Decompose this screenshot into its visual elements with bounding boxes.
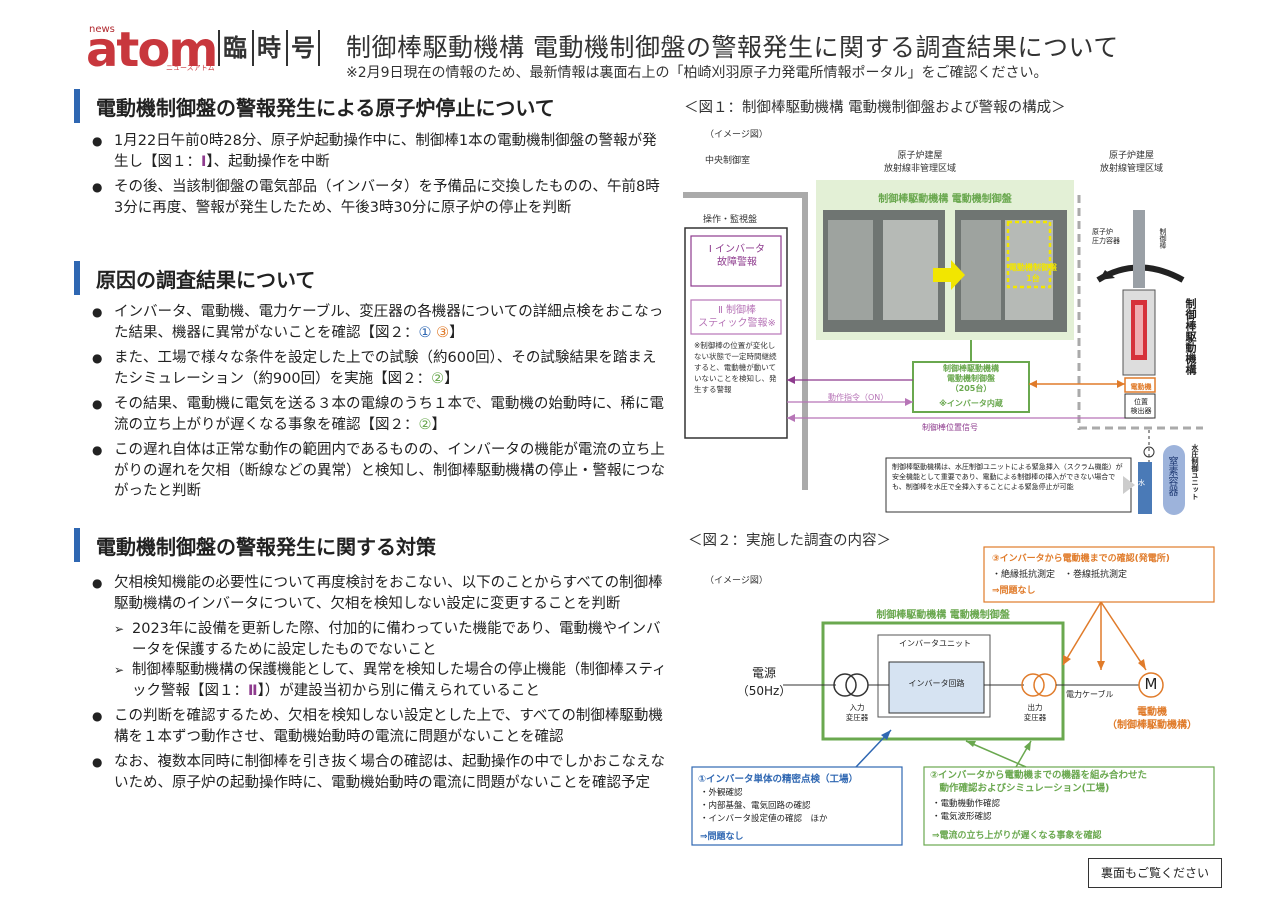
panel-title: 制御棒駆動機構 電動機制御盤 — [878, 194, 1012, 205]
rod-label: 制御棒 — [1159, 228, 1167, 249]
inverter-unit-label: インバータユニット — [899, 639, 971, 648]
console-title: 操作・監視盤 — [703, 215, 758, 225]
logo-subtext: ニュースアトム — [166, 64, 215, 72]
water-label: 水 — [1138, 479, 1145, 487]
list-item: なお、複数本同時に制御棒を引き抜く場合の確認は、起動操作の中でしかおこなえないた… — [92, 752, 667, 793]
page-title: 制御棒駆動機構 電動機制御盤の警報発生に関する調査結果について — [346, 33, 1119, 62]
rinji-char-3: 号 — [286, 30, 320, 66]
mechanism-label: 制御棒駆動機構 — [1184, 298, 1197, 375]
section-heading-1: 電動機制御盤の警報発生による原子炉停止について — [74, 89, 660, 123]
list-item: インバータ、電動機、電力ケーブル、変圧器の各機器についての詳細点検をおこなった結… — [92, 302, 667, 343]
list-item: 1月22日午前0時28分、原子炉起動操作中に、制御棒1本の電動機制御盤の警報が発… — [92, 131, 667, 172]
cmd-signal-label: 動作指令（ON） — [828, 393, 889, 402]
power-label: 電源 （50Hz） — [736, 666, 792, 698]
motor-label: 電動機 — [1130, 383, 1152, 391]
fig2-caption: ＜図２：実施した調査の内容＞ — [688, 533, 891, 549]
fig2-panel-title: 制御棒駆動機構 電動機制御盤 — [876, 610, 1010, 621]
fig2-diagram — [691, 546, 1215, 846]
box3-item: ・絶縁抵抗測定 ・巻線抵抗測定 — [992, 570, 1128, 580]
cabinet-note: ※インバータ内蔵 — [939, 399, 1003, 408]
input-transformer-label: 入力 変圧器 — [845, 703, 869, 722]
sub-list-item: 2023年に設備を更新した際、付加的に備わっていた機能であり、電動機やインバータ… — [92, 619, 667, 660]
box3-title: ③インバータから電動機までの確認(発電所) — [992, 554, 1170, 564]
cabinet-label: 制御棒駆動機構 電動機制御盤 （205台） — [943, 364, 999, 393]
detector-label: 位置 検出器 — [1130, 398, 1152, 415]
motor-label-fig2: 電動機 （制御棒駆動機構） — [1107, 707, 1197, 731]
box2-result: ⇒電流の立ち上がりが遅くなる事象を確認 — [932, 831, 1102, 841]
alarm-inverter: Ⅰ インバータ 故障警報 — [708, 244, 766, 268]
list-item: その後、当該制御盤の電気部品（インバータ）を予備品に交換したものの、午前8時3分… — [92, 177, 667, 218]
control-rod — [1133, 210, 1145, 288]
motor-symbol: M — [1144, 675, 1158, 693]
box1-result: ⇒問題なし — [700, 832, 744, 842]
logo-news: news — [89, 24, 115, 35]
hydraulic-label: 水圧制御ユニット — [1191, 444, 1199, 500]
output-transformer-label: 出力 変圧器 — [1023, 703, 1047, 722]
inverter-circuit-label: インバータ回路 — [908, 679, 965, 688]
sub-list-item: 制御棒駆動機構の保護機能として、異常を検知した場合の停止機能（制御棒スティック警… — [92, 660, 667, 701]
section-heading-3: 電動機制御盤の警報発生に関する対策 — [74, 528, 660, 562]
list-item: また、工場で様々な条件を設定した上での試験（約600回）、その試験結果を踏まえた… — [92, 348, 667, 389]
see-back-label: 裏面もご覧ください — [1088, 858, 1222, 888]
box1-item: ・インバータ設定値の確認 ほか — [700, 814, 828, 824]
section-heading-2: 原因の調査結果について — [74, 261, 660, 295]
section-3-list: 欠相検知機能の必要性について再度検討をおこない、以下のことからすべての制御棒駆動… — [92, 573, 667, 798]
section-2-list: インバータ、電動機、電力ケーブル、変圧器の各機器についての詳細点検をおこなった結… — [92, 302, 667, 507]
pos-signal-label: 制御棒位置信号 — [922, 423, 978, 432]
fig2-image-note: （イメージ図） — [705, 576, 768, 586]
list-item: この判断を確認するため、欠相を検知しない設定とした上で、すべての制御棒駆動機構を… — [92, 706, 667, 747]
n2-label: 窒素容器 — [1166, 456, 1177, 496]
fig1-image-note: （イメージ図） — [705, 130, 768, 140]
cable-label: 電力ケーブル — [1066, 690, 1114, 699]
list-item: この遅れ自体は正常な動作の範囲内であるものの、インバータの機能が電流の立ち上がり… — [92, 440, 667, 502]
box2-title: ②インバータから電動機までの機器を組み合わせた 動作確認およびシミュレーション(… — [930, 770, 1148, 794]
scram-note: 制御棒駆動機構は、水圧制御ユニットによる緊急挿入（スクラム機能）が安全機能として… — [892, 463, 1123, 491]
area-control: 原子炉建屋 放射線管理区域 — [1100, 151, 1164, 174]
box2-item: ・電動機動作確認 — [932, 799, 1001, 809]
box3-result: ⇒問題なし — [992, 586, 1036, 596]
fig1-caption: ＜図１：制御棒駆動機構 電動機制御盤および警報の構成＞ — [684, 100, 1066, 116]
area-noncontrol: 原子炉建屋 放射線非管理区域 — [884, 151, 957, 174]
logo-atom: atom — [86, 22, 218, 78]
box2-item: ・電気波形確認 — [932, 812, 992, 822]
box1-item: ・外観確認 — [700, 788, 743, 798]
page-subtitle: ※2月9日現在の情報のため、最新情報は裏面右上の「柏崎刈羽原子力発電所情報ポータ… — [346, 65, 1048, 81]
box1-item: ・内部基盤、電気回路の確認 — [700, 801, 811, 811]
photo-label: 電動機制御盤 1台 — [1009, 263, 1057, 283]
vessel-label: 原子炉 圧力容器 — [1092, 228, 1120, 245]
fig1-diagram — [683, 180, 1203, 515]
area-central: 中央制御室 — [705, 156, 751, 166]
box1-title: ①インバータ単体の精密点検（工場） — [698, 774, 859, 785]
rinji-char-1: 臨 — [218, 30, 250, 66]
alarm-stick: Ⅱ 制御棒 スティック警報※ — [698, 305, 776, 329]
list-item: 欠相検知機能の必要性について再度検討をおこない、以下のことからすべての制御棒駆動… — [92, 573, 667, 614]
alarm-stick-note: ※制御棒の位置が変化しない状態で一定時間継続すると、電動機が動いていないことを検… — [694, 341, 777, 394]
list-item: その結果、電動機に電気を送る３本の電線のうち１本で、電動機の始動時に、稀に電流の… — [92, 394, 667, 435]
section-1-list: 1月22日午前0時28分、原子炉起動操作中に、制御棒1本の電動機制御盤の警報が発… — [92, 131, 667, 223]
rinji-char-2: 時 — [252, 30, 284, 66]
